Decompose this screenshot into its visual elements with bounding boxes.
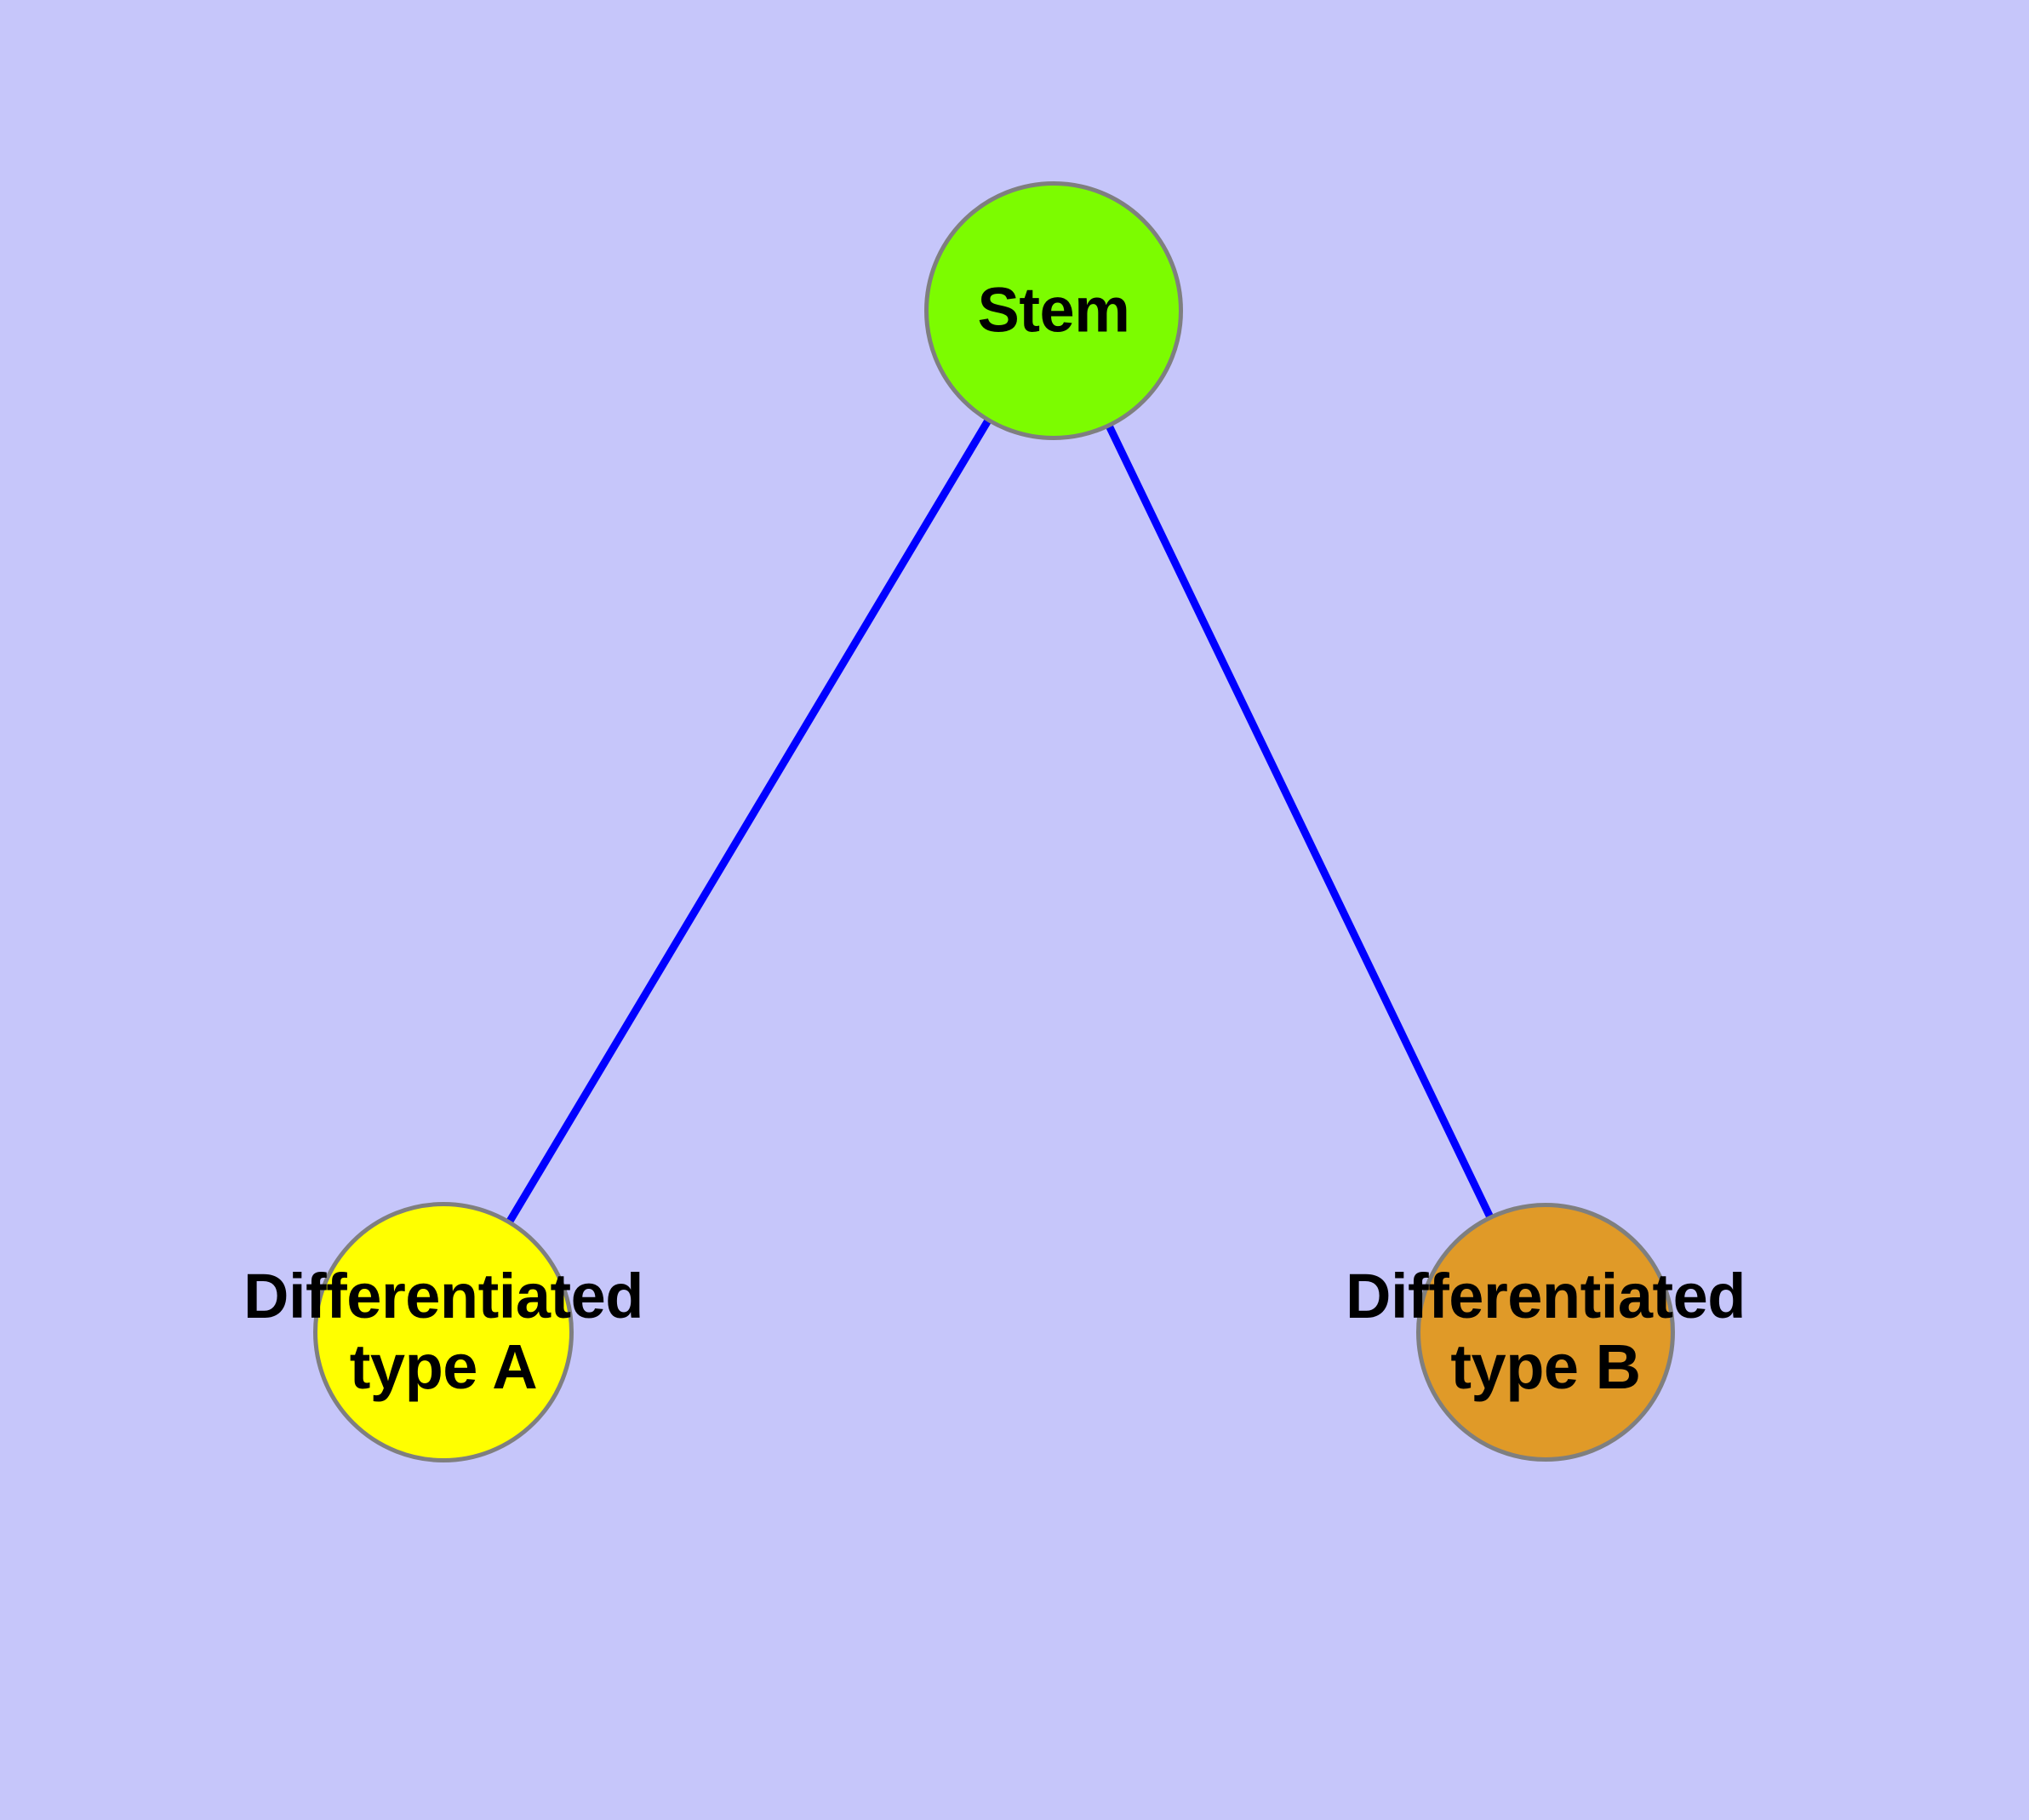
graph-node-diff_b[interactable] [1416, 1203, 1675, 1462]
graph-edge[interactable] [1049, 309, 1550, 1334]
edge-layer [440, 308, 1550, 1335]
graph-node-stem[interactable] [924, 181, 1183, 440]
graph-node-diff_a[interactable] [313, 1202, 574, 1462]
node-layer [313, 181, 1675, 1462]
graph-edge[interactable] [440, 308, 1057, 1335]
